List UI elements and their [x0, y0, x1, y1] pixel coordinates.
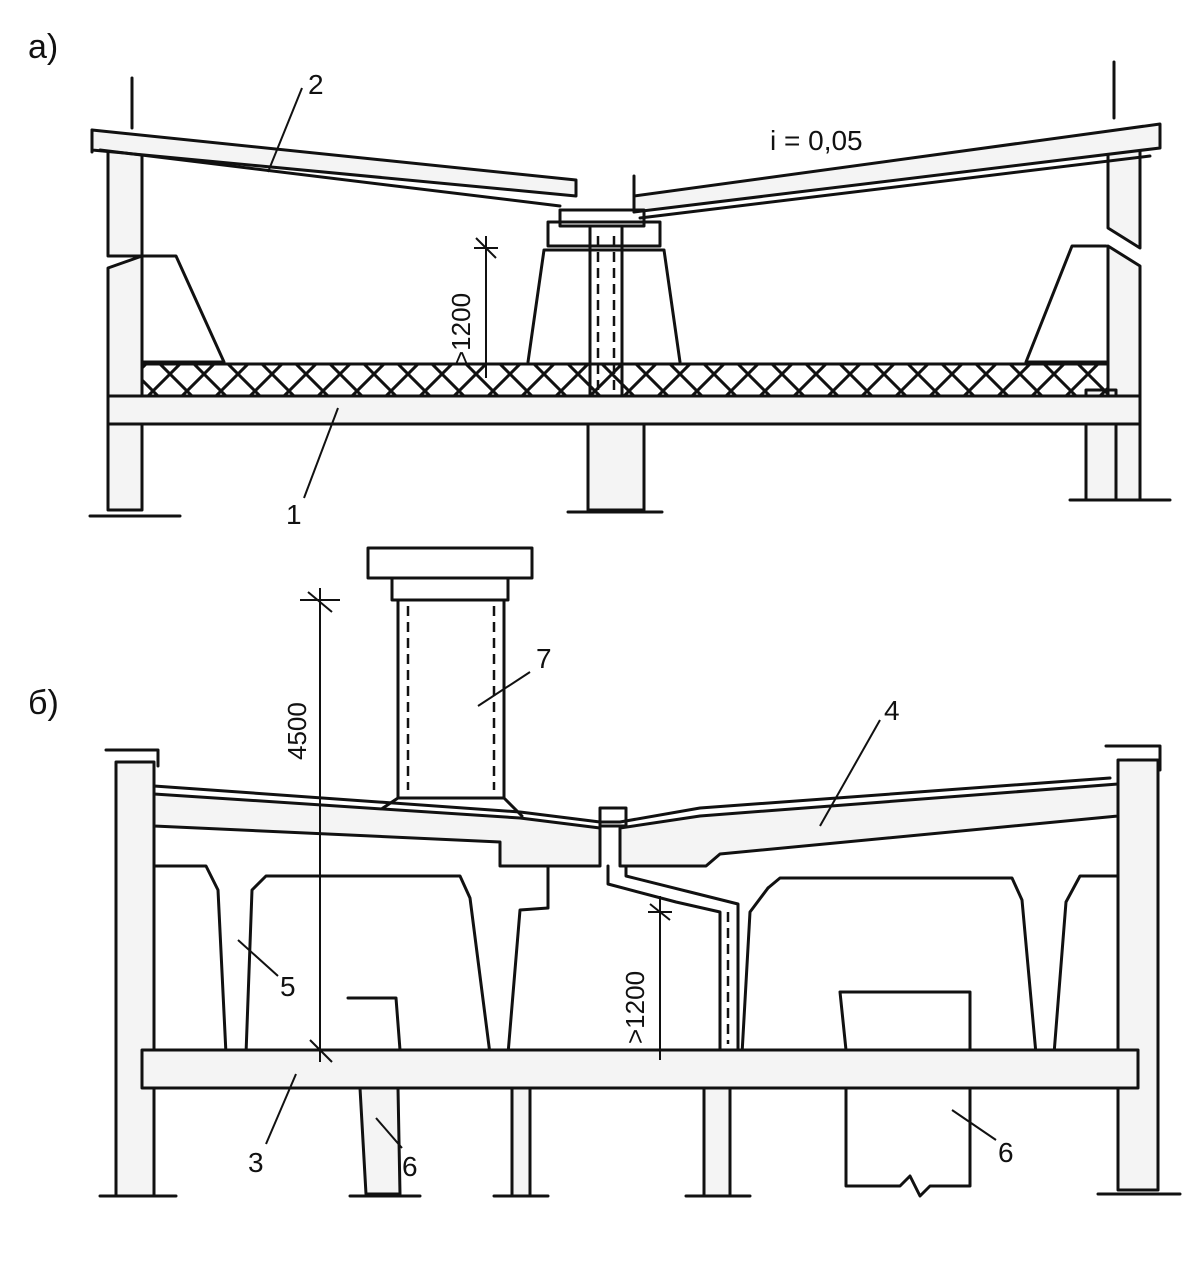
svg-text:1: 1 [286, 499, 302, 530]
roof-slab-left-b [152, 792, 602, 868]
middle-wall-a [566, 416, 664, 514]
svg-text:2: 2 [308, 69, 324, 100]
height-dim-a-text: >1200 [446, 293, 476, 366]
rib-right [766, 874, 1120, 1056]
callout-5: 5 [237, 939, 296, 1002]
floor-slab-b [140, 1048, 1140, 1090]
rib-left-1 [152, 864, 550, 1056]
svg-text:3: 3 [248, 1147, 264, 1178]
callout-6-left: 6 [375, 1117, 418, 1182]
callout-2: 2 [267, 69, 324, 173]
roof-slab-right-b [618, 782, 1120, 868]
rib-right-2 [740, 886, 770, 1056]
part-b-label: б) [28, 684, 59, 722]
vent-shaft [366, 546, 534, 818]
callout-7: 7 [477, 643, 552, 707]
support-middle-a [526, 248, 682, 364]
part-a-label: а) [28, 28, 58, 66]
height-dimension-a: >1200 [446, 236, 498, 378]
svg-text:6: 6 [998, 1137, 1014, 1168]
svg-text:6: 6 [402, 1151, 418, 1182]
section-a: а) [28, 28, 1172, 530]
svg-text:7: 7 [536, 643, 552, 674]
slope-label: i = 0,05 [770, 125, 863, 156]
floor-slab-a [106, 394, 1142, 426]
height-dim-total-text: 4500 [282, 702, 312, 760]
callout-3: 3 [248, 1073, 297, 1178]
right-wall-b [1096, 744, 1182, 1196]
roof-slab-left-a [90, 128, 578, 208]
insulation-layer-a [140, 362, 1110, 398]
support-left-a [140, 254, 226, 364]
drain-funnel-b [598, 806, 740, 1052]
callout-6-right: 6 [951, 1109, 1014, 1168]
roof-membrane-b [152, 776, 1112, 824]
roof-slab-right-a [632, 122, 1162, 220]
height-dimension-total-b: 4500 [282, 588, 340, 1063]
section-b: б) [28, 546, 1182, 1198]
svg-text:4: 4 [884, 695, 900, 726]
left-wall-b [98, 748, 178, 1198]
height-dim-min-text: >1200 [620, 971, 650, 1044]
height-dimension-min-b: >1200 [620, 896, 672, 1060]
callout-4: 4 [819, 695, 900, 827]
lower-partitions-b [346, 990, 972, 1198]
callout-1: 1 [286, 407, 339, 530]
support-right-a [1024, 244, 1108, 364]
svg-text:5: 5 [280, 971, 296, 1002]
left-wall-a [88, 76, 182, 518]
